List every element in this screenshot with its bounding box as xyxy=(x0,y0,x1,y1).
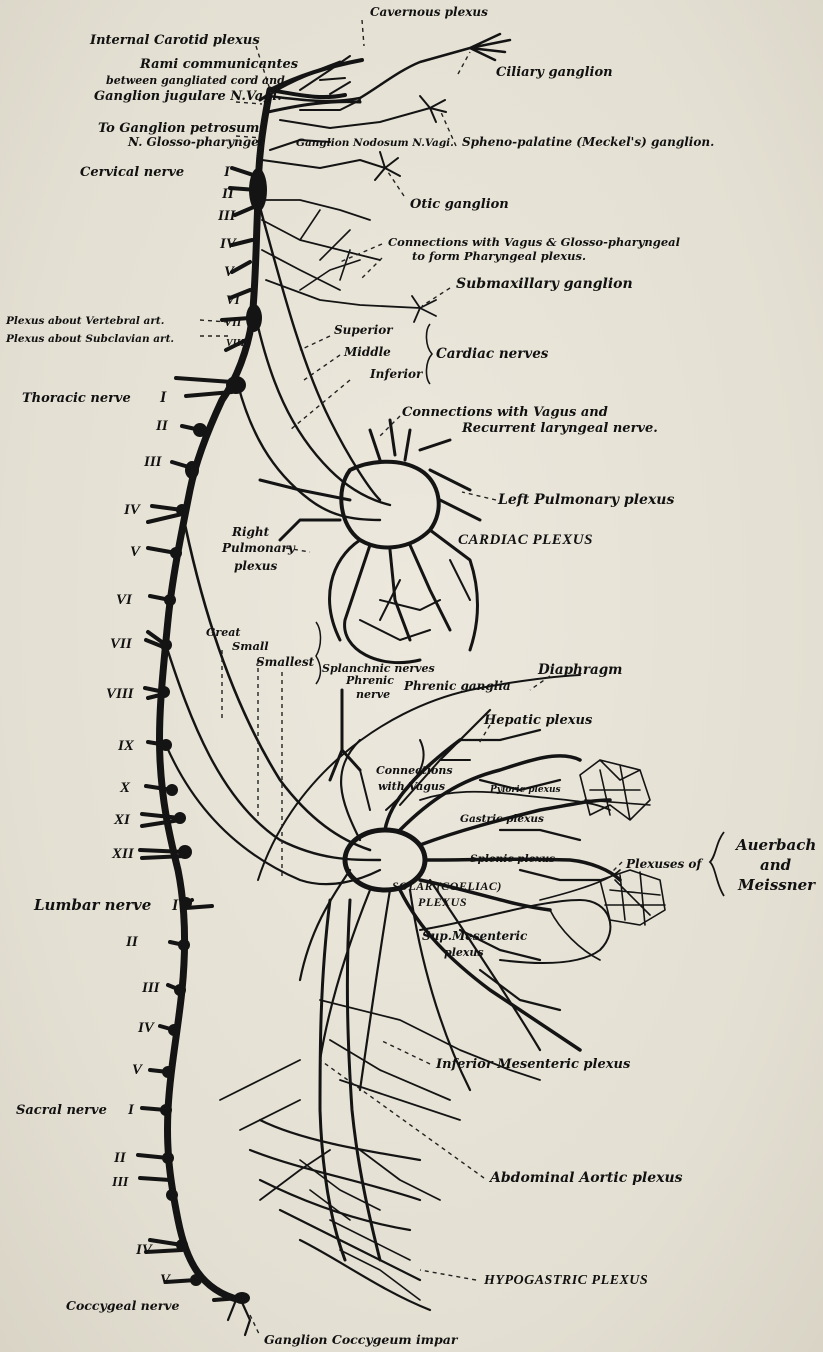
label-hepatic-plexus: Hepatic plexus xyxy=(483,713,593,728)
label-plexus-vertebral-art: Plexus about Vertebral art. xyxy=(5,315,164,327)
label-sup-mesenteric-line1: Sup.Mesenteric xyxy=(422,929,528,943)
label-cavernous-plexus: Cavernous plexus xyxy=(370,5,488,19)
numeral-thoracic-10: X xyxy=(119,780,131,796)
label-pharyngeal-connections-line1: Connections with Vagus & Glosso-pharynge… xyxy=(388,235,681,249)
label-solar-plexus-line1: SOLAR (COELIAC) xyxy=(392,879,502,893)
label-and: and xyxy=(760,856,792,874)
numeral-thoracic-7: VII xyxy=(110,636,133,652)
label-abdominal-aortic-plexus: Abdominal Aortic plexus xyxy=(488,1170,683,1186)
gangliated-cord xyxy=(159,60,362,1300)
label-coccygeal-nerve: Coccygeal nerve xyxy=(66,1298,180,1313)
label-ganglion-nodosum: Ganglion Nodosum N.Vagi. xyxy=(296,137,454,149)
label-pyloric-plexus: Pyloric plexus xyxy=(489,785,561,795)
label-gastric-plexus: Gastric plexus xyxy=(460,813,544,825)
label-plexus-subclavian-art: Plexus about Subclavian art. xyxy=(5,333,174,345)
auerbach-meissner-mesh xyxy=(580,760,665,925)
numeral-thoracic-2: II xyxy=(155,418,169,434)
numeral-lumbar-2: II xyxy=(125,934,139,950)
label-vagus-recurrent-line2: Recurrent laryngeal nerve. xyxy=(461,421,658,436)
label-rami-line1: Rami communicantes xyxy=(139,57,299,72)
label-phrenic-ganglia: Phrenic ganglia xyxy=(403,679,511,693)
numeral-cervical-1: I xyxy=(223,164,231,180)
label-inferior: Inferior xyxy=(369,367,424,381)
numeral-thoracic-5: V xyxy=(130,544,142,560)
label-left-pulmonary-plexus: Left Pulmonary plexus xyxy=(497,492,674,508)
numeral-thoracic-11: XI xyxy=(113,812,131,828)
label-pharyngeal-connections-line2: to form Pharyngeal plexus. xyxy=(412,249,586,263)
splanchnic-brace xyxy=(316,622,321,684)
label-superior: Superior xyxy=(334,323,394,337)
label-great-splanchnic: Great xyxy=(206,626,240,639)
numeral-cervical-3: III xyxy=(217,208,237,224)
label-spheno-palatine-ganglion: Spheno-palatine (Meckel's) ganglion. xyxy=(462,135,714,149)
cardiac-nerves-brace xyxy=(426,324,432,384)
numeral-thoracic-6: VI xyxy=(116,592,133,608)
label-thoracic-nerve: Thoracic nerve xyxy=(22,391,131,406)
label-sacral-nerve: Sacral nerve xyxy=(16,1103,107,1118)
numeral-cervical-8: VIII xyxy=(226,338,245,349)
label-hypogastric-plexus: HYPOGASTRIC PLEXUS xyxy=(483,1273,648,1288)
label-phrenic-nerve-line1: Phrenic xyxy=(345,674,394,687)
numeral-cervical-2: II xyxy=(221,186,235,202)
label-ganglion-coccygeum-impar: Ganglion Coccygeum impar xyxy=(264,1332,459,1347)
numeral-cervical-6: VI xyxy=(226,292,241,307)
label-vagus-recurrent-line1: Connections with Vagus and xyxy=(402,405,608,420)
label-lumbar-nerve: Lumbar nerve xyxy=(33,896,151,914)
label-cardiac-nerves: Cardiac nerves xyxy=(436,346,549,362)
label-middle: Middle xyxy=(343,345,391,359)
label-meissner: Meissner xyxy=(737,876,816,894)
label-rami-line3: Ganglion jugulare N.Vagi. xyxy=(94,89,282,104)
label-internal-carotid-plexus: Internal Carotid plexus xyxy=(89,33,260,48)
label-diaphragm: Diaphragm xyxy=(537,662,622,678)
label-right-pulmonary-line3: plexus xyxy=(234,559,277,573)
numeral-sacral-2: II xyxy=(113,1150,127,1166)
label-otic-ganglion: Otic ganglion xyxy=(410,197,509,212)
label-rami-line2: between gangliated cord and xyxy=(106,74,285,87)
numeral-lumbar-4: IV xyxy=(137,1020,156,1036)
numeral-sacral-4: IV xyxy=(135,1242,154,1258)
numeral-sacral-1: I xyxy=(127,1102,135,1118)
numeral-thoracic-1: I xyxy=(159,389,167,406)
numeral-thoracic-12: XII xyxy=(111,846,135,862)
numeral-thoracic-8: VIII xyxy=(106,686,135,702)
numeral-cervical-4: IV xyxy=(219,236,238,252)
label-ganglion-petrosum-line1: To Ganglion petrosum xyxy=(98,121,259,136)
label-solar-plexus-line2: PLEXUS xyxy=(418,895,467,909)
numeral-sacral-3: III xyxy=(111,1175,129,1190)
cardiac-nerves xyxy=(238,200,390,520)
aortic-hypogastric-network xyxy=(220,900,540,1335)
label-right-pulmonary-line2: Pulmonary xyxy=(221,541,296,555)
label-phrenic-nerve-line2: nerve xyxy=(356,688,390,701)
label-cervical-nerve: Cervical nerve xyxy=(80,165,184,180)
label-inferior-mesenteric-plexus: Inferior Mesenteric plexus xyxy=(435,1057,631,1072)
numeral-thoracic-9: IX xyxy=(117,738,135,754)
label-ganglion-petrosum-line2: N. Glosso-pharyngei xyxy=(127,135,264,149)
label-ciliary-ganglion: Ciliary ganglion xyxy=(496,65,613,80)
numeral-thoracic-3: III xyxy=(143,454,163,470)
label-plexuses-of: Plexuses of xyxy=(625,857,703,871)
label-sup-mesenteric-line2: plexus xyxy=(444,946,484,959)
auerbach-brace xyxy=(710,832,724,896)
label-cardiac-plexus: CARDIAC PLEXUS xyxy=(458,532,593,548)
label-connections-with-vagus-line2: with Vagus xyxy=(378,780,445,793)
numeral-lumbar-5: V xyxy=(132,1062,144,1078)
labels: Cavernous plexus Internal Carotid plexus… xyxy=(5,5,816,1347)
numeral-lumbar-1: I xyxy=(171,897,179,914)
label-smallest-splanchnic: Smallest xyxy=(256,655,315,669)
label-right-pulmonary-line1: Right xyxy=(231,525,270,539)
diaphragm-line xyxy=(258,675,580,880)
label-small-splanchnic: Small xyxy=(232,639,269,653)
numeral-thoracic-4: IV xyxy=(123,502,142,518)
numeral-lumbar-3: III xyxy=(141,980,161,996)
label-auerbach: Auerbach xyxy=(734,836,816,854)
numeral-cervical-7: VII xyxy=(224,315,243,329)
label-splenic-plexus: Splenic plexus xyxy=(470,853,555,865)
label-submaxillary-ganglion: Submaxillary ganglion xyxy=(456,276,633,292)
label-connections-with-vagus-line1: Connections xyxy=(376,764,453,777)
